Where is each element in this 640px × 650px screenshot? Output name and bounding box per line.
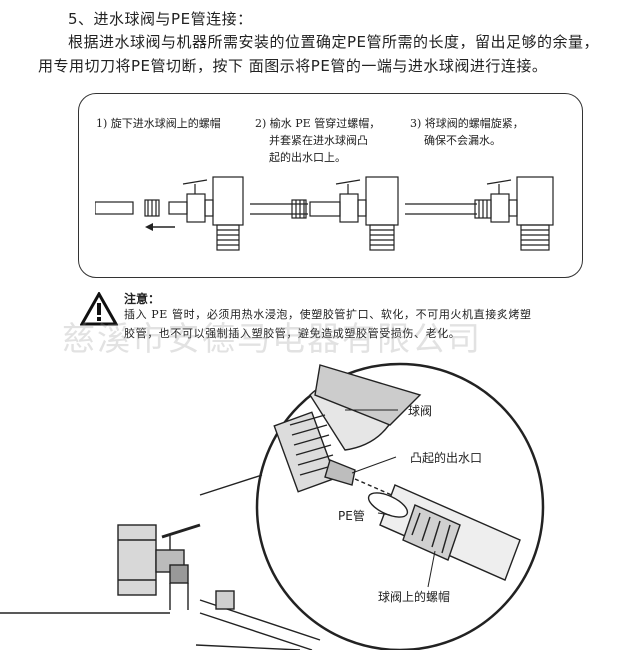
valve-assembly-small [0, 523, 201, 614]
note-text-line-2: 胶管，也不可以强制插入塑胶管，避免造成塑胶管受损伤、老化。 [124, 327, 461, 340]
label-raised-outlet: 凸起的出水口 [410, 451, 483, 465]
valve-outlet [168, 201, 188, 215]
label-ball-valve: 球阀 [408, 404, 433, 418]
machine-body [212, 176, 244, 226]
leader-nut [427, 550, 436, 588]
instruction-paragraph: 根据进水球阀与机器所需安装的位置确定PE管所需的长度，留出足够的余量，用专用切刀… [38, 33, 600, 75]
step-1-line-1: 1) 旋下进水球阀上的螺帽 [96, 117, 221, 130]
step-2-line-3: 起的出水口上。 [269, 151, 346, 164]
section-heading: 5、进水球阀与PE管连接： [68, 10, 253, 28]
step-1-illustration [95, 176, 244, 251]
label-pe-pipe: PE管 [338, 509, 365, 523]
label-valve-nut: 球阀上的螺帽 [378, 590, 451, 604]
connection-detail-illustration [0, 362, 545, 650]
company-watermark: 慈溪市安德马电器有限公司 [62, 319, 482, 358]
nut-small [215, 590, 235, 610]
steps-panel [78, 93, 583, 278]
nut-part [291, 199, 307, 219]
warning-icon [80, 292, 118, 326]
step-3-caption: 3) 将球阀的螺帽旋紧， 确保不会漏水。 [410, 115, 524, 149]
arrow-left-icon [145, 223, 175, 231]
machine-body [516, 176, 554, 226]
step-1-caption: 1) 旋下进水球阀上的螺帽 [96, 115, 221, 132]
step-3-illustration [405, 176, 554, 251]
step-2-line-2: 并套紧在进水球阀凸 [269, 134, 368, 147]
raised-outlet [324, 459, 356, 486]
step-2-illustration [250, 176, 399, 251]
leader-pe-pipe [377, 512, 391, 516]
step-3-line-2: 确保不会漏水。 [424, 134, 501, 147]
leader-outlet [351, 456, 397, 474]
step-2-caption: 2) 榆水 PE 管穿过螺帽， 并套紧在进水球阀凸 起的出水口上。 [255, 115, 380, 166]
magnified-view [255, 362, 545, 650]
pe-pipe-segment [95, 201, 134, 215]
machine-body [365, 176, 399, 226]
note-text-line-1: 插入 PE 管时，必须用热水浸泡，使塑胶管扩口、软化，不可用火机直接炙烤塑 [124, 308, 532, 321]
step-3-line-1: 3) 将球阀的螺帽旋紧， [410, 117, 524, 130]
step-2-line-1: 2) 榆水 PE 管穿过螺帽， [255, 117, 381, 130]
note-title: 注意： [124, 292, 161, 306]
